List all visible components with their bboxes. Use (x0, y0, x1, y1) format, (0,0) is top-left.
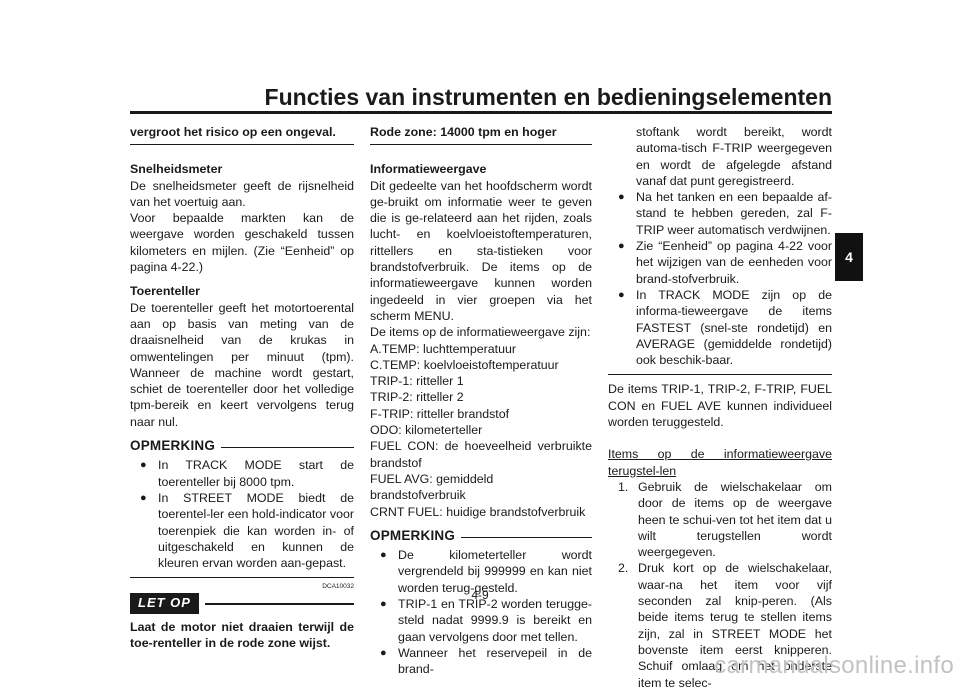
page-title: Functies van instrumenten en bedieningse… (264, 84, 832, 110)
bullet-icon: ● (618, 240, 625, 253)
step-number: 1. (618, 479, 629, 494)
list-item: TRIP-1: ritteller 1 (370, 374, 464, 389)
column-2: Rode zone: 14000 tpm en hoger Informatie… (370, 124, 592, 678)
note-bullet-text: In STREET MODE biedt de toerentel-ler ee… (158, 490, 354, 571)
list-item: ● De kilometerteller wordt vergrendeld b… (370, 547, 592, 596)
bullet-icon: ● (380, 598, 387, 611)
items-intro: De items op de informatieweergave zijn: (370, 325, 591, 340)
list-item: TRIP-2: ritteller 2 (370, 390, 464, 405)
note-bullet-text: Zie “Eenheid” op pagina 4-22 voor het wi… (636, 239, 832, 286)
caution-code: DCA10032 (322, 583, 354, 591)
reset-heading: Items op de informatieweergave terugstel… (608, 447, 832, 478)
speedometer-text-2: Voor bepaalde markten kan de weergave wo… (130, 211, 354, 275)
note-end-rule (130, 577, 354, 579)
note-header: OPMERKING (130, 438, 354, 454)
note-bullet-text: TRIP-1 en TRIP-2 worden terugge-steld na… (398, 597, 592, 644)
info-display-heading: Informatieweergave (370, 162, 487, 177)
note-header: OPMERKING (370, 528, 592, 544)
caution-badge: LET OP (130, 593, 199, 614)
caution-line (204, 602, 354, 605)
note-bullet-text: In TRACK MODE zijn op de informa-tieweer… (636, 287, 832, 368)
note-bullet-text: Wanneer het reservepeil in de brand- (398, 645, 592, 677)
warning-end-rule (130, 144, 354, 146)
tachometer-text: De toerenteller geeft het motortoerental… (130, 300, 354, 429)
list-item: FUEL AVG: gemiddeld brandstofverbruik (370, 471, 494, 503)
note-bullet-text: Na het tanken en een bepaalde af-stand t… (636, 190, 832, 237)
header-rule (130, 111, 832, 114)
bullet-icon: ● (140, 491, 147, 504)
redzone-text: Rode zone: 14000 tpm en hoger (370, 125, 557, 139)
note-bullet-text: De kilometerteller wordt vergrendeld bij… (398, 548, 592, 595)
note-end-rule (608, 374, 832, 376)
bullet-icon: ● (380, 549, 387, 562)
speedometer-text-1: De snelheidsmeter geeft de rijsnelheid v… (130, 178, 354, 209)
column-3: stoftank wordt bereikt, wordt automa-tis… (608, 124, 832, 691)
note-bullet-continued: stoftank wordt bereikt, wordt automa-tis… (636, 125, 832, 188)
note-label: OPMERKING (370, 527, 456, 543)
list-item: 1. Gebruik de wielschakelaar om door de … (608, 479, 832, 560)
page-number: 4-9 (471, 588, 489, 602)
list-item: ● In TRACK MODE start de toerenteller bi… (130, 457, 354, 490)
note-line (221, 447, 354, 449)
list-item: ● Zie “Eenheid” op pagina 4-22 voor het … (608, 238, 832, 287)
list-item: ● Wanneer het reservepeil in de brand- (370, 645, 592, 678)
list-item: 2. Druk kort op de wielschakelaar, waar-… (608, 560, 832, 690)
reset-text: De items TRIP-1, TRIP-2, F-TRIP, FUEL CO… (608, 382, 832, 430)
column-1: vergroot het risico op een ongeval. Snel… (130, 124, 354, 651)
step-text: Druk kort op de wielschakelaar, waar-na … (638, 561, 832, 690)
list-item: ● Na het tanken en een bepaalde af-stand… (608, 189, 832, 238)
caution-header: LET OP (130, 593, 354, 614)
list-item: F-TRIP: ritteller brandstof (370, 406, 510, 421)
caution-end-rule (370, 144, 592, 146)
list-item: ● TRIP-1 en TRIP-2 worden terugge-steld … (370, 596, 592, 645)
caution-text: Laat de motor niet draaien terwijl de to… (130, 619, 354, 651)
watermark: carmanualsonline.info (714, 652, 954, 679)
list-item: CRNT FUEL: huidige brandstofverbruik (370, 504, 586, 519)
list-item: ODO: kilometerteller (370, 423, 483, 438)
list-item: C.TEMP: koelvloeistoftemperatuur (370, 357, 559, 372)
bullet-icon: ● (618, 288, 625, 301)
list-item: ● In STREET MODE biedt de toerentel-ler … (130, 490, 354, 571)
list-item: FUEL CON: de hoeveelheid verbruikte bran… (370, 439, 592, 470)
speedometer-heading: Snelheidsmeter (130, 162, 223, 177)
list-item: stoftank wordt bereikt, wordt automa-tis… (608, 124, 832, 189)
list-item: ● In TRACK MODE zijn op de informa-tiewe… (608, 287, 832, 368)
step-text: Gebruik de wielschakelaar om door de ite… (638, 479, 832, 560)
tachometer-heading: Toerenteller (130, 284, 201, 299)
bullet-icon: ● (140, 459, 147, 472)
warning-tail: vergroot het risico op een ongeval. (130, 125, 336, 139)
bullet-icon: ● (618, 191, 625, 204)
chapter-number: 4 (845, 249, 853, 265)
info-display-text: Dit gedeelte van het hoofdscherm wordt g… (370, 178, 592, 323)
note-line (461, 536, 592, 538)
chapter-tab: 4 (835, 233, 863, 281)
bullet-icon: ● (380, 646, 387, 659)
list-item: A.TEMP: luchttemperatuur (370, 341, 516, 356)
note-bullet-text: In TRACK MODE start de toerenteller bij … (158, 458, 354, 489)
note-label: OPMERKING (130, 438, 216, 454)
step-number: 2. (618, 561, 629, 576)
